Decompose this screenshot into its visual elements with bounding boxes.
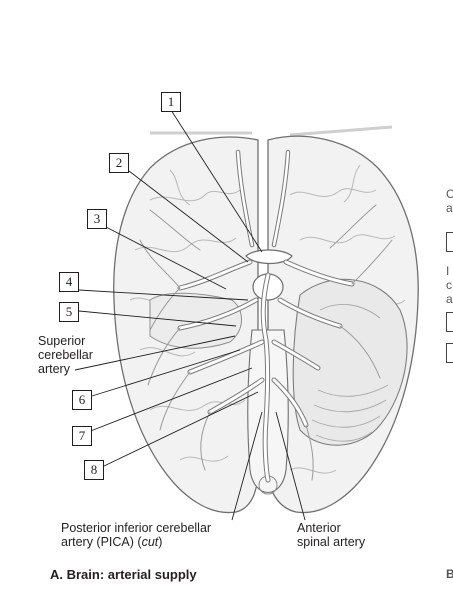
cerebellar-folia <box>311 304 389 442</box>
edge-fragment-e: a <box>446 292 453 306</box>
leader-lines <box>74 109 306 521</box>
edge-fragment-c: I <box>446 264 450 278</box>
edge-fragment-a: C <box>446 187 453 201</box>
label-superior-cerebellar-artery: Superior cerebellar artery <box>38 334 93 376</box>
figure-caption: A. Brain: arterial supply <box>50 567 197 582</box>
edge-box-2 <box>446 312 453 332</box>
callout-2: 2 <box>109 153 129 173</box>
label-line: artery <box>38 362 70 376</box>
edge-fragment-f: B <box>446 567 453 581</box>
callout-4: 4 <box>59 272 79 292</box>
edge-box-1 <box>446 232 453 252</box>
label-anterior-spinal-artery: Anterior spinal artery <box>297 521 365 549</box>
label-line: cerebellar <box>38 348 93 362</box>
label-fragment: artery (PICA) ( <box>61 535 142 549</box>
label-italic: cut <box>141 535 159 549</box>
label-line: Posterior inferior cerebellar <box>61 521 212 535</box>
arterial-network <box>139 204 393 483</box>
edge-box-3 <box>446 343 453 363</box>
edge-fragment-d: c <box>446 278 452 292</box>
callout-7: 7 <box>72 426 92 446</box>
callout-1: 1 <box>161 92 181 112</box>
callout-6: 6 <box>72 390 92 410</box>
edge-fragment-b: a <box>446 201 453 215</box>
label-pica: Posterior inferior cerebellar artery (PI… <box>61 521 211 549</box>
optic-chiasm <box>245 249 293 265</box>
left-temporal-lobe <box>149 292 242 349</box>
label-line: Superior <box>38 334 86 348</box>
label-line: spinal artery <box>297 535 366 549</box>
label-line: artery (PICA) (cut) <box>61 535 211 549</box>
callout-3: 3 <box>87 209 107 229</box>
label-fragment: ) <box>158 535 163 549</box>
label-line: Anterior <box>297 521 341 535</box>
callout-5: 5 <box>59 302 79 322</box>
top-rod-right <box>289 125 393 137</box>
callout-8: 8 <box>84 460 104 480</box>
